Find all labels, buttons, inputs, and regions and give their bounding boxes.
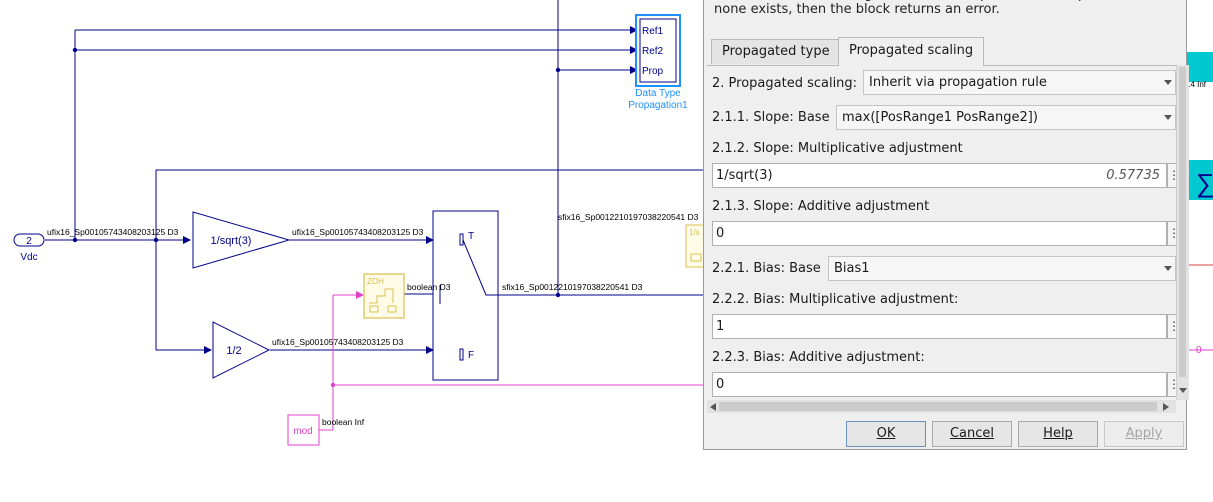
slope-mult-value: 1/sqrt(3)	[716, 168, 773, 183]
apply-button[interactable]: Apply	[1104, 421, 1184, 447]
dtprop-port-prop: Prop	[642, 66, 664, 77]
hidden-block-partial[interactable]: 1/s	[685, 224, 707, 268]
right-partial-text: 14 Inf	[1186, 80, 1207, 89]
zoh-block[interactable]: ZOH	[363, 273, 405, 319]
bias-base-label: 2.2.1. Bias: Base	[712, 261, 821, 276]
bias-mult-label: 2.2.2. Bias: Multiplicative adjustment:	[712, 292, 959, 307]
horizontal-scrollbar-thumb[interactable]	[719, 402, 1157, 411]
slope-base-label: 2.1.1. Slope: Base	[712, 110, 830, 125]
cancel-button[interactable]: Cancel	[932, 421, 1012, 447]
slope-base-dropdown[interactable]: max([PosRange1 PosRange2])	[836, 105, 1176, 130]
right-zero-label: 0	[1196, 345, 1202, 356]
ok-button[interactable]: OK	[846, 421, 926, 447]
switch-false-port: F	[468, 350, 474, 361]
dtprop-name-line2: Propagation1	[628, 100, 688, 111]
signal-label-sqrt: ufix16_Sp00105743408203125 D3	[292, 227, 424, 237]
hidden-block-text: 1/s	[689, 228, 700, 237]
inport-name: Vdc	[20, 252, 37, 263]
gain-sqrt3-block[interactable]: 1/sqrt(3)	[192, 211, 291, 269]
data-type-propagation-block[interactable]: Ref1 Ref2 Prop Data Type Propagation1	[628, 14, 688, 111]
gain-half-label: 1/2	[226, 345, 241, 357]
slope-base-value: max([PosRange1 PosRange2])	[842, 110, 1038, 125]
zoh-label: ZOH	[367, 277, 384, 286]
signal-label-vdc: ufix16_Sp00105743408203125 D3	[47, 227, 179, 237]
boolean-signal-lines[interactable]	[319, 291, 705, 431]
dtprop-port-ref1: Ref1	[642, 26, 664, 37]
help-button[interactable]: Help	[1018, 421, 1098, 447]
inport-vdc-block[interactable]: 2 Vdc	[13, 233, 45, 263]
bias-mult-input[interactable]: 1	[712, 314, 1167, 339]
ok-button-label: OK	[876, 426, 896, 441]
gain-sqrt3-label: 1/sqrt(3)	[211, 235, 252, 247]
bias-base-value: Bias1	[834, 261, 870, 276]
signal-lines[interactable]	[45, 0, 705, 354]
gain-half-block[interactable]: 1/2	[212, 321, 271, 379]
junction-dots	[72, 47, 561, 298]
dtprop-name-line1: Data Type	[635, 88, 681, 99]
bias-add-label: 2.2.3. Bias: Additive adjustment:	[712, 350, 925, 365]
chevron-down-icon	[1164, 115, 1172, 120]
propagated-scaling-dropdown[interactable]: Inherit via propagation rule	[863, 70, 1176, 95]
signal-label-mod: boolean Inf	[322, 417, 365, 427]
bias-add-input[interactable]: 0	[712, 372, 1167, 397]
bias-base-dropdown[interactable]: Bias1	[828, 256, 1176, 281]
boolean-junction-dot	[330, 382, 336, 388]
mod-label: mod	[293, 426, 312, 437]
help-button-label: Help	[1043, 426, 1073, 441]
signal-label-switch: sfix16_Sp0012210197038220541 D3	[502, 282, 643, 292]
sum-glyph: ∑	[1196, 168, 1213, 198]
signal-label-upper: sfix16_Sp0012210197038220541 D3	[558, 212, 699, 222]
chevron-down-icon	[1164, 80, 1172, 85]
block-parameters-dialog[interactable]: allowable value that is greater than or …	[703, 0, 1189, 450]
bias-add-value: 0	[716, 377, 725, 392]
scroll-left-arrow-icon[interactable]	[710, 403, 716, 411]
scroll-right-arrow-icon[interactable]	[1163, 403, 1169, 411]
chevron-down-icon	[1164, 266, 1172, 271]
propagated-scaling-panel: 2. Propagated scaling: Inherit via propa…	[707, 65, 1179, 416]
switch-block[interactable]: T F	[432, 210, 499, 381]
vertical-scrollbar[interactable]	[1176, 65, 1189, 400]
tab-propagated-scaling[interactable]: Propagated scaling	[838, 37, 985, 66]
signal-label-zoh: boolean D3	[407, 282, 451, 292]
switch-true-port: T	[468, 231, 474, 242]
inport-number: 2	[26, 236, 32, 247]
slope-mult-label: 2.1.2. Slope: Multiplicative adjustment	[712, 141, 963, 156]
slope-mult-evaluated: 0.57735	[1106, 168, 1160, 183]
propagated-scaling-label: 2. Propagated scaling:	[712, 76, 858, 91]
cancel-button-label: Cancel	[949, 426, 995, 441]
vertical-scrollbar-thumb[interactable]	[1179, 67, 1186, 377]
slope-add-label: 2.1.3. Slope: Additive adjustment	[712, 199, 930, 214]
bias-mult-value: 1	[716, 319, 725, 334]
signal-label-half: ufix16_Sp00105743408203125 D3	[272, 337, 404, 347]
propagated-scaling-value: Inherit via propagation rule	[869, 75, 1047, 90]
dtprop-port-ref2: Ref2	[642, 46, 664, 57]
slope-add-input[interactable]: 0	[712, 221, 1167, 246]
tab-propagated-type[interactable]: Propagated type	[711, 39, 841, 64]
dialog-description: allowable value that is greater than or …	[714, 0, 1149, 17]
horizontal-scrollbar[interactable]	[707, 400, 1176, 413]
slope-add-value: 0	[716, 226, 725, 241]
mod-block[interactable]: mod	[287, 414, 320, 446]
slope-mult-input[interactable]: 1/sqrt(3) 0.57735	[712, 163, 1167, 188]
apply-button-label: Apply	[1125, 426, 1163, 441]
scroll-down-arrow-icon[interactable]	[1179, 388, 1187, 394]
